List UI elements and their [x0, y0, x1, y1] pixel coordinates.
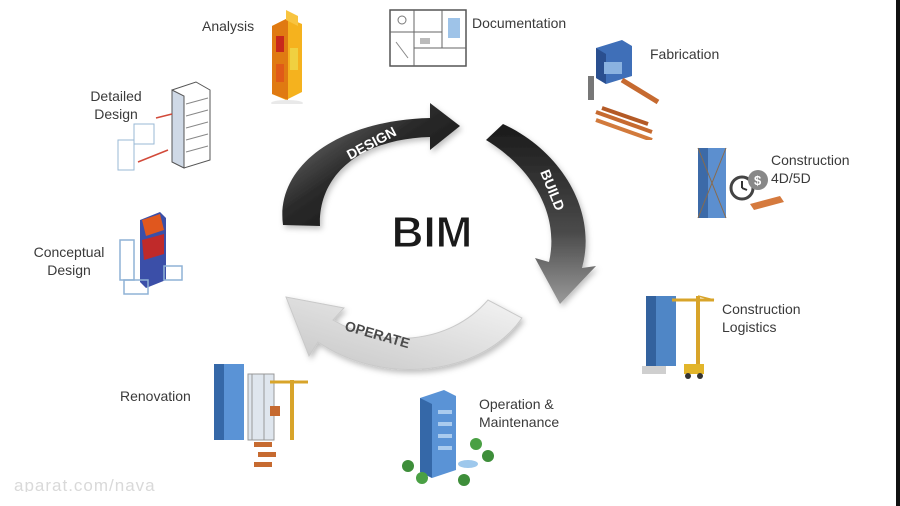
stage-label-line: Operation & — [479, 396, 554, 412]
floor-plan-icon — [389, 9, 467, 67]
crane-renovation-icon — [214, 364, 308, 467]
stage-label-line: Design — [47, 262, 91, 278]
watermark: aparat.com/nava — [14, 476, 156, 495]
stage-label-conceptual-design: Conceptual Design — [28, 243, 110, 279]
stage-label-detailed-design: Detailed Design — [78, 87, 154, 123]
slide-right-border — [896, 0, 900, 506]
stage-label-line: 4D/5D — [771, 170, 811, 186]
slide-bottom-margin — [0, 492, 900, 506]
stage-label-operation-maintenance: Operation & Maintenance — [479, 395, 559, 431]
stage-label-analysis: Analysis — [202, 18, 255, 34]
stage-label-line: Design — [94, 106, 138, 122]
steel-fabrication-icon — [588, 40, 660, 140]
stage-label-line: Maintenance — [479, 414, 560, 430]
svg-text:$: $ — [754, 173, 762, 188]
stage-label-line: Construction — [771, 152, 850, 168]
stage-label-construction-logistics: Construction Logistics — [722, 300, 801, 336]
design-arrow-label: DESIGN — [344, 123, 399, 162]
stage-label-line: Detailed — [90, 88, 142, 104]
stage-label-documentation: Documentation — [472, 15, 567, 31]
detailed-tower-icon — [117, 81, 211, 171]
stage-label-fabrication: Fabrication — [650, 46, 720, 62]
bim-title: BIM — [392, 208, 473, 257]
build-arrow — [486, 124, 596, 304]
stage-label-line: Conceptual — [33, 244, 105, 260]
stage-label-line: Construction — [722, 301, 801, 317]
stage-label-line: Logistics — [722, 319, 777, 335]
massing-model-icon — [119, 212, 183, 295]
heatmap-building-icon — [271, 10, 303, 104]
tower-with-trees-icon — [402, 390, 494, 486]
stage-label-renovation: Renovation — [120, 388, 191, 404]
crane-site-icon — [642, 295, 715, 379]
design-arrow — [282, 103, 460, 226]
clock-and-cost-icon: $ — [697, 147, 784, 219]
operate-arrow-label: OPERATE — [343, 318, 411, 352]
operate-arrow — [285, 296, 523, 370]
stage-label-construction-4d5d: Construction 4D/5D — [771, 151, 850, 187]
build-arrow-label: BUILD — [537, 167, 568, 213]
